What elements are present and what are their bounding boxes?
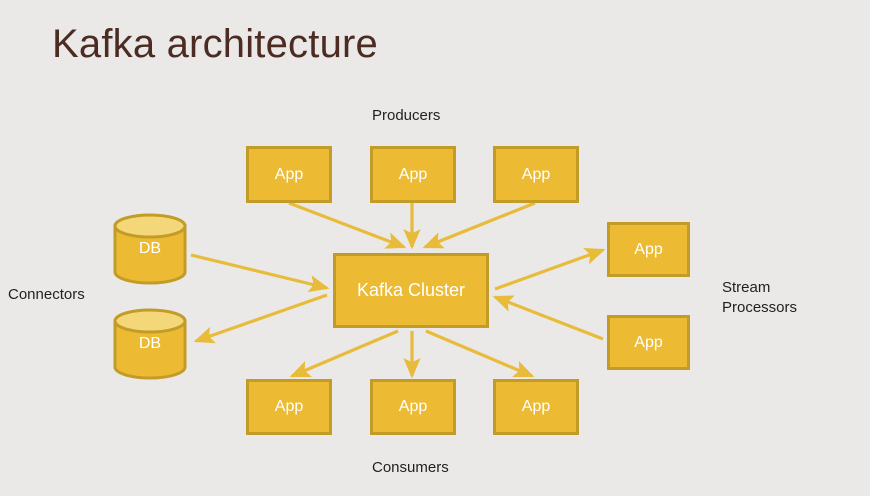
connector-db-1[interactable]: DB xyxy=(112,213,188,285)
producer-app-3[interactable]: App xyxy=(493,146,579,203)
consumer-app-2[interactable]: App xyxy=(370,379,456,435)
group-label-connectors: Connectors xyxy=(8,286,85,303)
kafka-cluster[interactable]: Kafka Cluster xyxy=(333,253,489,328)
page-title: Kafka architecture xyxy=(52,22,378,66)
connector-db-2[interactable]: DB xyxy=(112,308,188,380)
producer-app-1[interactable]: App xyxy=(246,146,332,203)
arrow-cluster-to-stream-app-1 xyxy=(494,247,606,291)
consumer-app-3[interactable]: App xyxy=(493,379,579,435)
consumer-app-2-label: App xyxy=(398,398,428,415)
arrow-cluster-to-consumer-app-1 xyxy=(289,329,399,378)
arrow-connector-db-1-to-cluster xyxy=(190,253,330,293)
db-cylinder-shape-2 xyxy=(113,308,187,380)
arrow-cluster-to-consumer-app-3 xyxy=(425,329,535,378)
group-label-stream-processors: Stream Processors xyxy=(722,279,798,317)
arrow-cluster-to-connector-db-2 xyxy=(193,293,328,344)
stream-app-1-label: App xyxy=(634,240,663,258)
producer-app-3-label: App xyxy=(521,165,551,183)
consumer-app-3-label: App xyxy=(521,398,551,415)
stream-app-2[interactable]: App xyxy=(607,315,690,370)
kafka-cluster-label: Kafka Cluster xyxy=(356,280,466,300)
arrow-stream-app-2-to-cluster xyxy=(492,295,604,341)
producer-app-2[interactable]: App xyxy=(370,146,456,203)
consumer-app-1[interactable]: App xyxy=(246,379,332,435)
stream-app-2-label: App xyxy=(634,333,663,351)
arrow-producer-app-1-to-cluster xyxy=(288,201,407,249)
group-label-producers: Producers xyxy=(372,107,441,124)
arrow-producer-app-3-to-cluster xyxy=(422,201,536,249)
producer-app-2-label: App xyxy=(398,165,428,183)
producer-app-1-label: App xyxy=(274,165,304,183)
stream-app-1[interactable]: App xyxy=(607,222,690,277)
group-label-consumers: Consumers xyxy=(372,459,449,476)
consumer-app-1-label: App xyxy=(274,398,304,415)
db-cylinder-shape-1 xyxy=(113,213,187,285)
